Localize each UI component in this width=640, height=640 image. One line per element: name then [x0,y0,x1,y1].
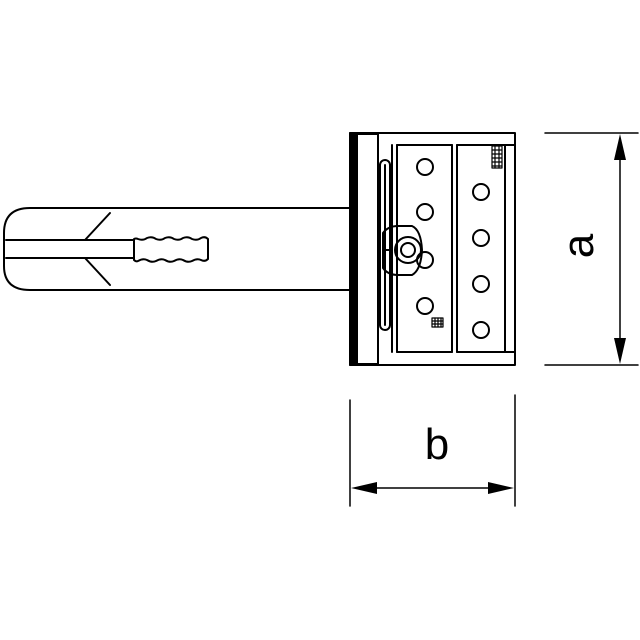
marking-bottom [431,317,444,328]
dimension-b-label: b [425,420,449,469]
nut [382,225,423,276]
hole [472,229,490,247]
arrow-down-icon [614,338,626,364]
vertical-slot [379,159,391,331]
arrow-right-icon [488,482,514,494]
marking-top-right [491,145,503,169]
dimension-a [544,132,639,366]
grip-insert [133,236,209,263]
hole [472,275,490,293]
shaft [3,207,351,291]
dimension-a-label: a [554,233,603,258]
arrow-up-icon [614,134,626,160]
hole [416,297,434,315]
hole [416,251,434,269]
dimension-b [349,394,516,507]
head-block [349,132,516,366]
hole [416,203,434,221]
hole [472,321,490,339]
hole-column-left [416,158,434,315]
hole-column-right [472,183,490,339]
arrow-left-icon [351,482,377,494]
hole [416,158,434,176]
hole [472,183,490,201]
